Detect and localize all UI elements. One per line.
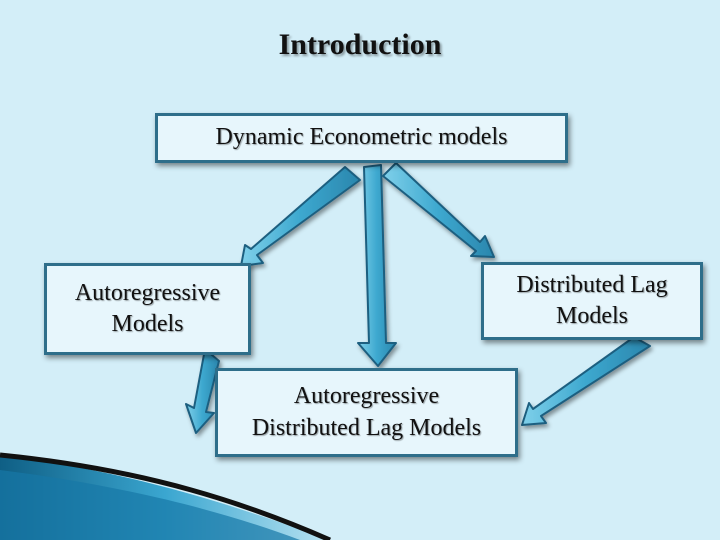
- box-autoregressive-distributed-lag-models: Autoregressive Distributed Lag Models: [215, 368, 518, 457]
- box-dynamic-econometric-models: Dynamic Econometric models: [155, 113, 568, 163]
- box-distributed-lag-models: Distributed Lag Models: [481, 262, 703, 340]
- box-autoregressive-models: Autoregressive Models: [44, 263, 251, 355]
- box-dynamic-econometric-models-label: Dynamic Econometric models: [215, 124, 508, 151]
- box-autoregressive-models-label: Autoregressive Models: [74, 279, 221, 337]
- box-distributed-lag-models-label: Distributed Lag Models: [516, 271, 668, 329]
- box-autoregressive-distributed-lag-models-label: Autoregressive Distributed Lag Models: [251, 383, 482, 441]
- arrow-top-to-right: [382, 162, 495, 258]
- arrow-top-to-left: [240, 166, 361, 267]
- arrow-right-to-bottom: [521, 336, 651, 426]
- decorative-wave: [0, 452, 332, 540]
- arrow-top-to-bottom: [357, 164, 397, 367]
- slide-title: Introduction: [278, 28, 442, 61]
